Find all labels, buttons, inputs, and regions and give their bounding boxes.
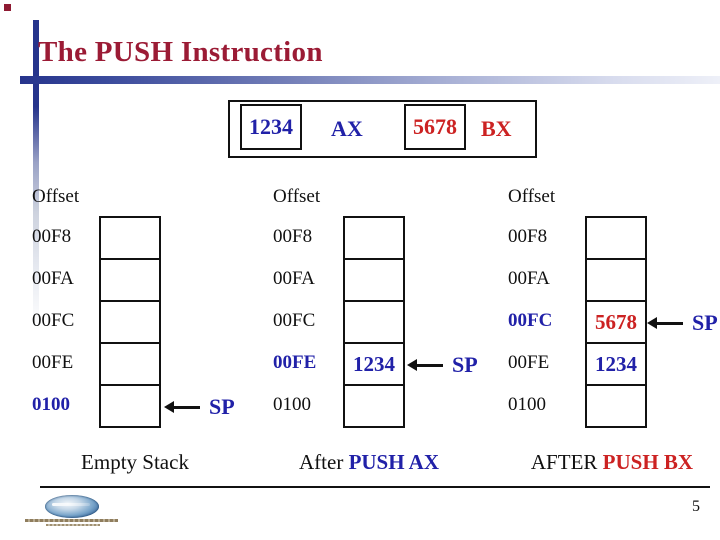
stack-cells (99, 216, 161, 428)
register-ax-label: AX (331, 116, 363, 141)
register-ax-box: 1234 (240, 104, 302, 150)
offset-label: 00F8 (273, 226, 313, 247)
offset-label: 00FC (32, 310, 75, 331)
stack-cell (587, 218, 645, 260)
sp-pointer: SP (647, 310, 718, 336)
offset-label: 00FA (273, 268, 315, 289)
logo-caption-line (25, 519, 118, 522)
stack-cell (101, 344, 159, 386)
stack-cell (345, 302, 403, 344)
stack-cells: 5678 1234 (585, 216, 647, 428)
offset-label: 0100 (508, 394, 546, 415)
stack-cell (101, 302, 159, 344)
offset-label-sp: 00FC (508, 310, 553, 331)
offset-labels: 00F8 00FA 00FC 00FE 0100 (273, 216, 316, 426)
arrow-line (417, 363, 443, 367)
offset-labels: 00F8 00FA 00FC 00FE 0100 (32, 216, 74, 426)
offset-label: 0100 (273, 394, 311, 415)
offset-header: Offset (273, 186, 321, 207)
left-arrow-icon (407, 359, 417, 371)
caption-prefix: Empty Stack (81, 450, 189, 474)
page-number: 5 (692, 498, 700, 515)
offset-label: 00F8 (32, 226, 72, 247)
offset-header: Offset (32, 186, 80, 207)
caption-emphasis: PUSH AX (348, 450, 439, 474)
stack-cells: 1234 (343, 216, 405, 428)
university-logo-highlight (52, 503, 90, 506)
sp-pointer: SP (407, 352, 478, 378)
offset-label: 00F8 (508, 226, 548, 247)
stack-cell (587, 386, 645, 426)
stack-cell-value: 1234 (587, 344, 645, 386)
stack-cell (101, 260, 159, 302)
left-arrow-icon (164, 401, 174, 413)
stack-cell (345, 260, 403, 302)
logo-caption-line (46, 524, 100, 526)
caption-after-push-bx: AFTER PUSH BX (507, 450, 717, 474)
left-arrow-icon (647, 317, 657, 329)
stack-cell-value: 1234 (345, 344, 403, 386)
university-logo (45, 495, 99, 518)
slide-title: The PUSH Instruction (38, 36, 323, 68)
arrow-line (657, 321, 683, 325)
offset-label: 00FA (508, 268, 550, 289)
offset-label: 00FE (32, 352, 74, 373)
caption-empty-stack: Empty Stack (40, 450, 230, 474)
register-ax-value: 1234 (249, 114, 293, 139)
register-panel (228, 100, 537, 158)
offset-label-sp: 0100 (32, 394, 70, 415)
offset-label: 00FE (508, 352, 550, 373)
stack-cell-value: 5678 (587, 302, 645, 344)
register-bx-value: 5678 (413, 114, 457, 139)
offset-label-sp: 00FE (273, 352, 317, 373)
caption-after-push-ax: After PUSH AX (269, 450, 469, 474)
offset-labels: 00F8 00FA 00FC 00FE 0100 (508, 216, 552, 426)
sp-label: SP (209, 394, 235, 419)
offset-label: 00FA (32, 268, 74, 289)
sp-label: SP (692, 310, 718, 335)
caption-prefix: AFTER (530, 450, 603, 474)
stack-cell (101, 218, 159, 260)
stack-cell (101, 386, 159, 426)
caption-emphasis: PUSH BX (602, 450, 694, 474)
caption-prefix: After (299, 450, 349, 474)
sp-label: SP (452, 352, 478, 377)
stack-cell (587, 260, 645, 302)
arrow-line (174, 405, 200, 409)
register-bx-box: 5678 (404, 104, 466, 150)
offset-header: Offset (508, 186, 556, 207)
register-bx-label: BX (481, 116, 512, 141)
title-underline-bar (20, 76, 720, 84)
sp-pointer: SP (164, 394, 235, 420)
stack-cell (345, 218, 403, 260)
corner-marker (4, 4, 11, 11)
vertical-accent-bar (33, 20, 39, 330)
footer-divider (40, 486, 710, 488)
stack-cell (345, 386, 403, 426)
offset-label: 00FC (273, 310, 316, 331)
